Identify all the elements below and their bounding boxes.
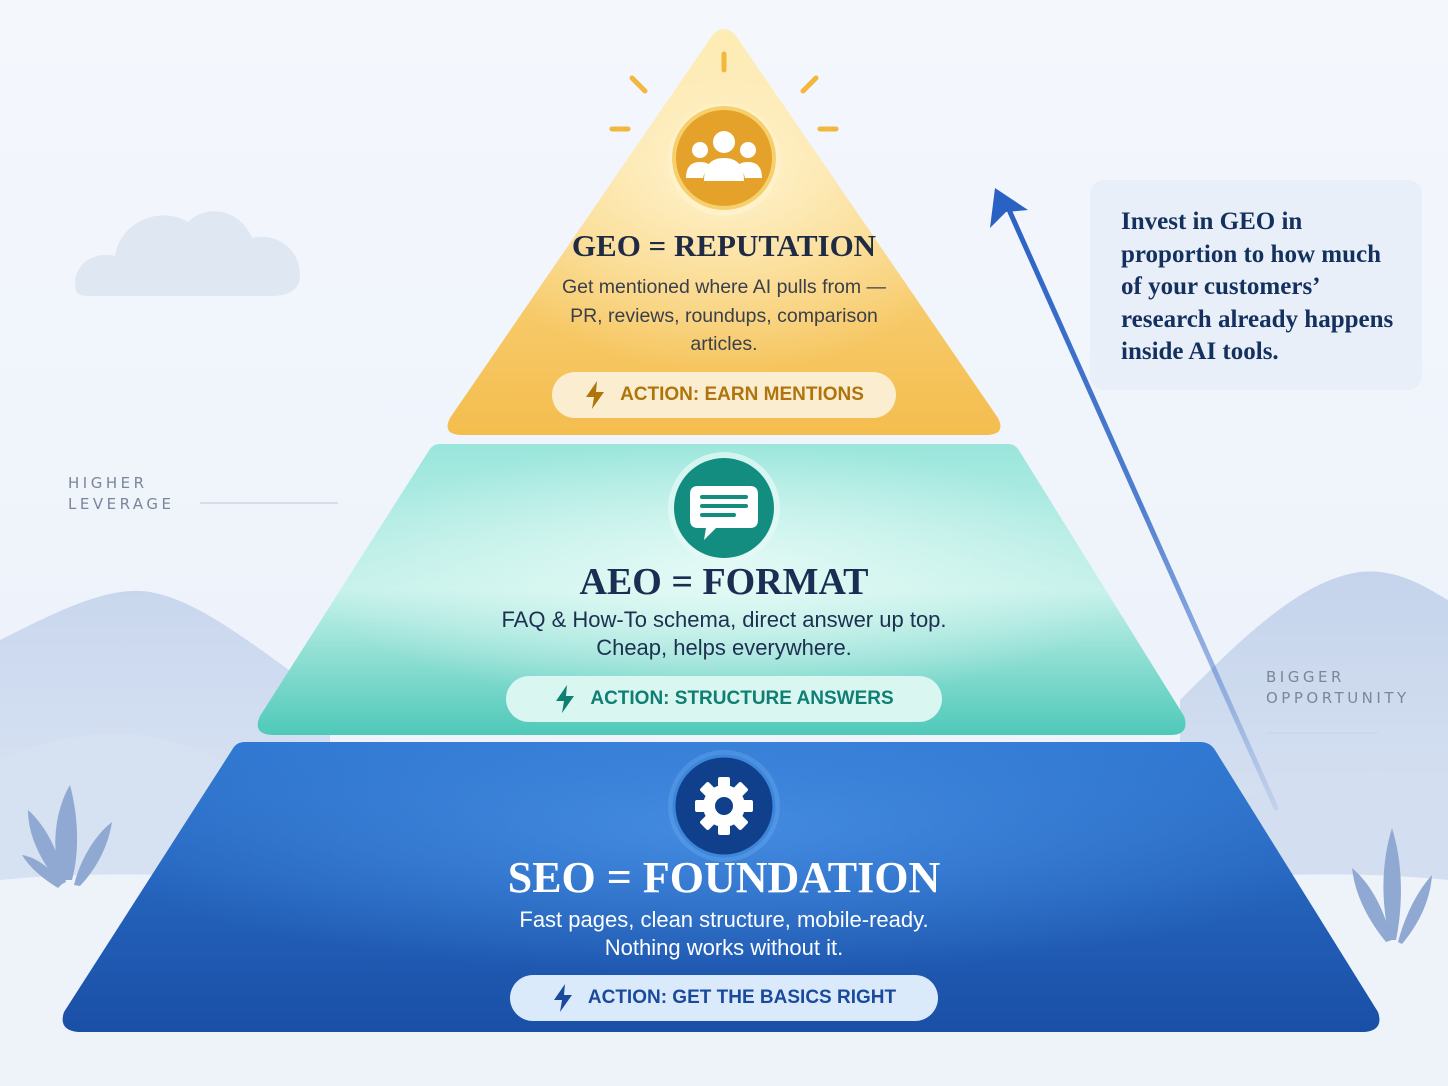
seo-title: SEO = FOUNDATION xyxy=(507,853,941,902)
gear-icon xyxy=(668,750,780,862)
plant-right-icon xyxy=(1352,828,1432,944)
aeo-description: FAQ & How-To schema, direct answer up to… xyxy=(501,607,947,660)
upward-arrow-icon xyxy=(990,188,1279,811)
sun-rays-icon xyxy=(609,51,839,132)
plant-left-icon xyxy=(22,785,112,888)
lightning-icon xyxy=(556,685,575,713)
lightning-icon xyxy=(553,984,572,1012)
higher-leverage-label: HIGHER LEVERAGE xyxy=(68,474,175,513)
geo-action-pill: ACTION: EARN MENTIONS xyxy=(552,372,896,418)
people-icon xyxy=(668,104,780,216)
geo-description: Get mentioned where AI pulls from — PR, … xyxy=(561,276,887,355)
aeo-tier xyxy=(257,444,1186,735)
callout-text: Invest in GEO in proportion to how much … xyxy=(1121,208,1394,365)
seo-action-pill: ACTION: GET THE BASICS RIGHT xyxy=(510,975,938,1021)
geo-title: GEO = REPUTATION xyxy=(571,228,877,263)
seo-action-label: ACTION: GET THE BASICS RIGHT xyxy=(587,987,897,1008)
seo-description: Fast pages, clean structure, mobile-read… xyxy=(519,907,929,960)
callout-box: Invest in GEO in proportion to how much … xyxy=(1090,180,1422,390)
cloud-icon xyxy=(74,211,300,296)
bigger-opportunity-label: BIGGER OPPORTUNITY xyxy=(1266,668,1410,707)
lightning-icon xyxy=(586,381,605,409)
geo-action-label: ACTION: EARN MENTIONS xyxy=(620,384,864,405)
aeo-title: AEO = FORMAT xyxy=(579,561,869,603)
aeo-action-label: ACTION: STRUCTURE ANSWERS xyxy=(590,688,894,709)
seo-tier xyxy=(62,742,1380,1032)
geo-tier xyxy=(447,29,1001,435)
chat-icon xyxy=(668,452,780,564)
aeo-action-pill: ACTION: STRUCTURE ANSWERS xyxy=(506,676,942,722)
